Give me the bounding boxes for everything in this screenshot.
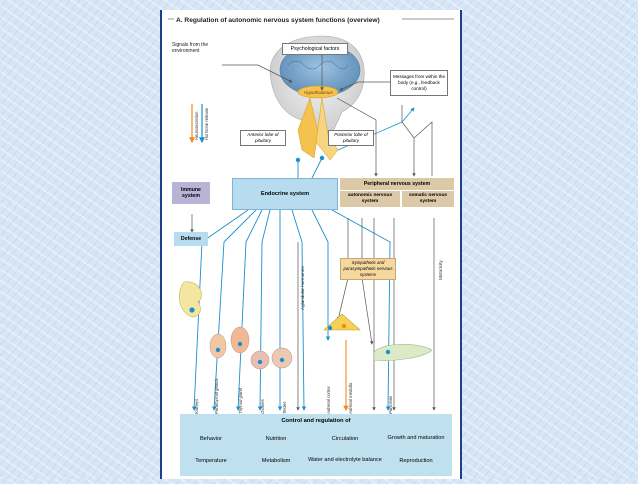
hypothalamus-label: Hypothalamus [304,90,334,95]
pituitary-node-2 [319,155,325,161]
hormone-line-parathyroid [211,209,257,411]
outcome-metabolism: Metabolism [261,458,291,464]
organ-label-testes: Testes [282,401,287,414]
kidney-organ [178,281,202,318]
outcomes-panel: Control and regulation of Behavior Nutri… [180,414,452,476]
anterior-pituitary-shape [297,97,319,159]
adrenal-medulla-node [341,323,347,329]
psych-label: Psychological factors [282,43,348,55]
outcome-behavior: Behavior [199,436,223,442]
organ-label-adrenal-medulla: Adrenal medulla [348,382,353,415]
hyp-to-pns-1 [336,97,378,177]
symp-to-adrenal [336,277,349,321]
thyroid-node [237,341,243,347]
diagram-title: A. Regulation of autonomic nervous syste… [176,17,380,24]
parathyroid-node [215,347,221,353]
hormone-line-ovaries [257,209,271,411]
pancreas-organ [373,343,433,361]
immune-box: Immune system [172,182,210,204]
hormone-line-adrenal-cortex [291,209,307,411]
hormone-line-thyroid [235,209,263,411]
organ-label-thyroid: Thyroid gland [238,387,243,414]
adrenal-organ [323,313,361,331]
organ-label-adrenal-cortex: Adrenal cortex [326,385,331,415]
symp-to-pancreas [361,277,374,345]
outcome-nutrition: Nutrition [265,436,287,442]
defense-box: Defense [174,232,208,246]
diagram-svg: A. Regulation of autonomic nervous syste… [168,13,454,415]
peripheral-box: Peripheral nervous system [340,178,454,190]
hyp-to-pns-3 [413,121,433,176]
pituitary-node [295,157,301,163]
brain-folds [287,60,349,70]
kidney-node [189,307,195,313]
messages-label: Messages from within the body (e.g., fee… [390,70,448,96]
organ-label-pancreas: Pancreas [388,395,393,414]
autonomic-box: autonomic nervous system [340,191,400,207]
somatic-box: somatic nervous system [402,191,454,207]
outcome-water: Water and electrolyte balance [308,457,382,463]
posterior-label: Posterior lobe of pituitary [328,130,374,146]
pancreas-node [385,349,391,355]
outcome-reproduction: Reproduction [399,458,433,464]
outcome-circulation: Circulation [331,436,359,442]
motoricity-label: Motoricity [438,260,443,280]
hypothalamus-shape [297,85,339,99]
organ-label-ovaries: Ovaries [260,398,265,414]
signals-arrow [222,64,293,83]
hormone-line-adrenal [311,209,331,341]
pituitary-to-endocrine-2 [311,157,323,179]
adrenal-cortex-node [327,325,333,331]
signals-label: Signals from the environment [172,42,209,54]
anterior-label: Anterior lobe of pituitary [240,130,286,146]
title-backdrop [174,13,402,24]
hyp-to-pns-2 [401,105,416,177]
legend-neurosecretion: Neurosecretion [194,111,199,140]
outcome-growth: Growth and maturation [387,435,445,441]
symp-box: Sympathetic and parasympathetic nervous … [340,258,396,280]
thyroid-organ [230,326,250,354]
outcome-temperature: Temperature [195,458,227,464]
organ-label-kidneys: Kidneys [194,398,199,414]
aglandular-label: Aglandular hormones [300,266,305,310]
diagram-panel: A. Regulation of autonomic nervous syste… [160,10,462,479]
endocrine-box: Endocrine system [232,178,338,210]
messages-arrow [339,81,390,91]
control-heading: Control and regulation of [281,418,351,424]
legend-hormone-release: Hormone release [204,107,209,140]
testes-node [279,357,285,363]
organ-label-parathyroid: Parathyroid glands [214,377,219,414]
parathyroid-organ [209,333,227,359]
ovary-node [257,359,263,365]
